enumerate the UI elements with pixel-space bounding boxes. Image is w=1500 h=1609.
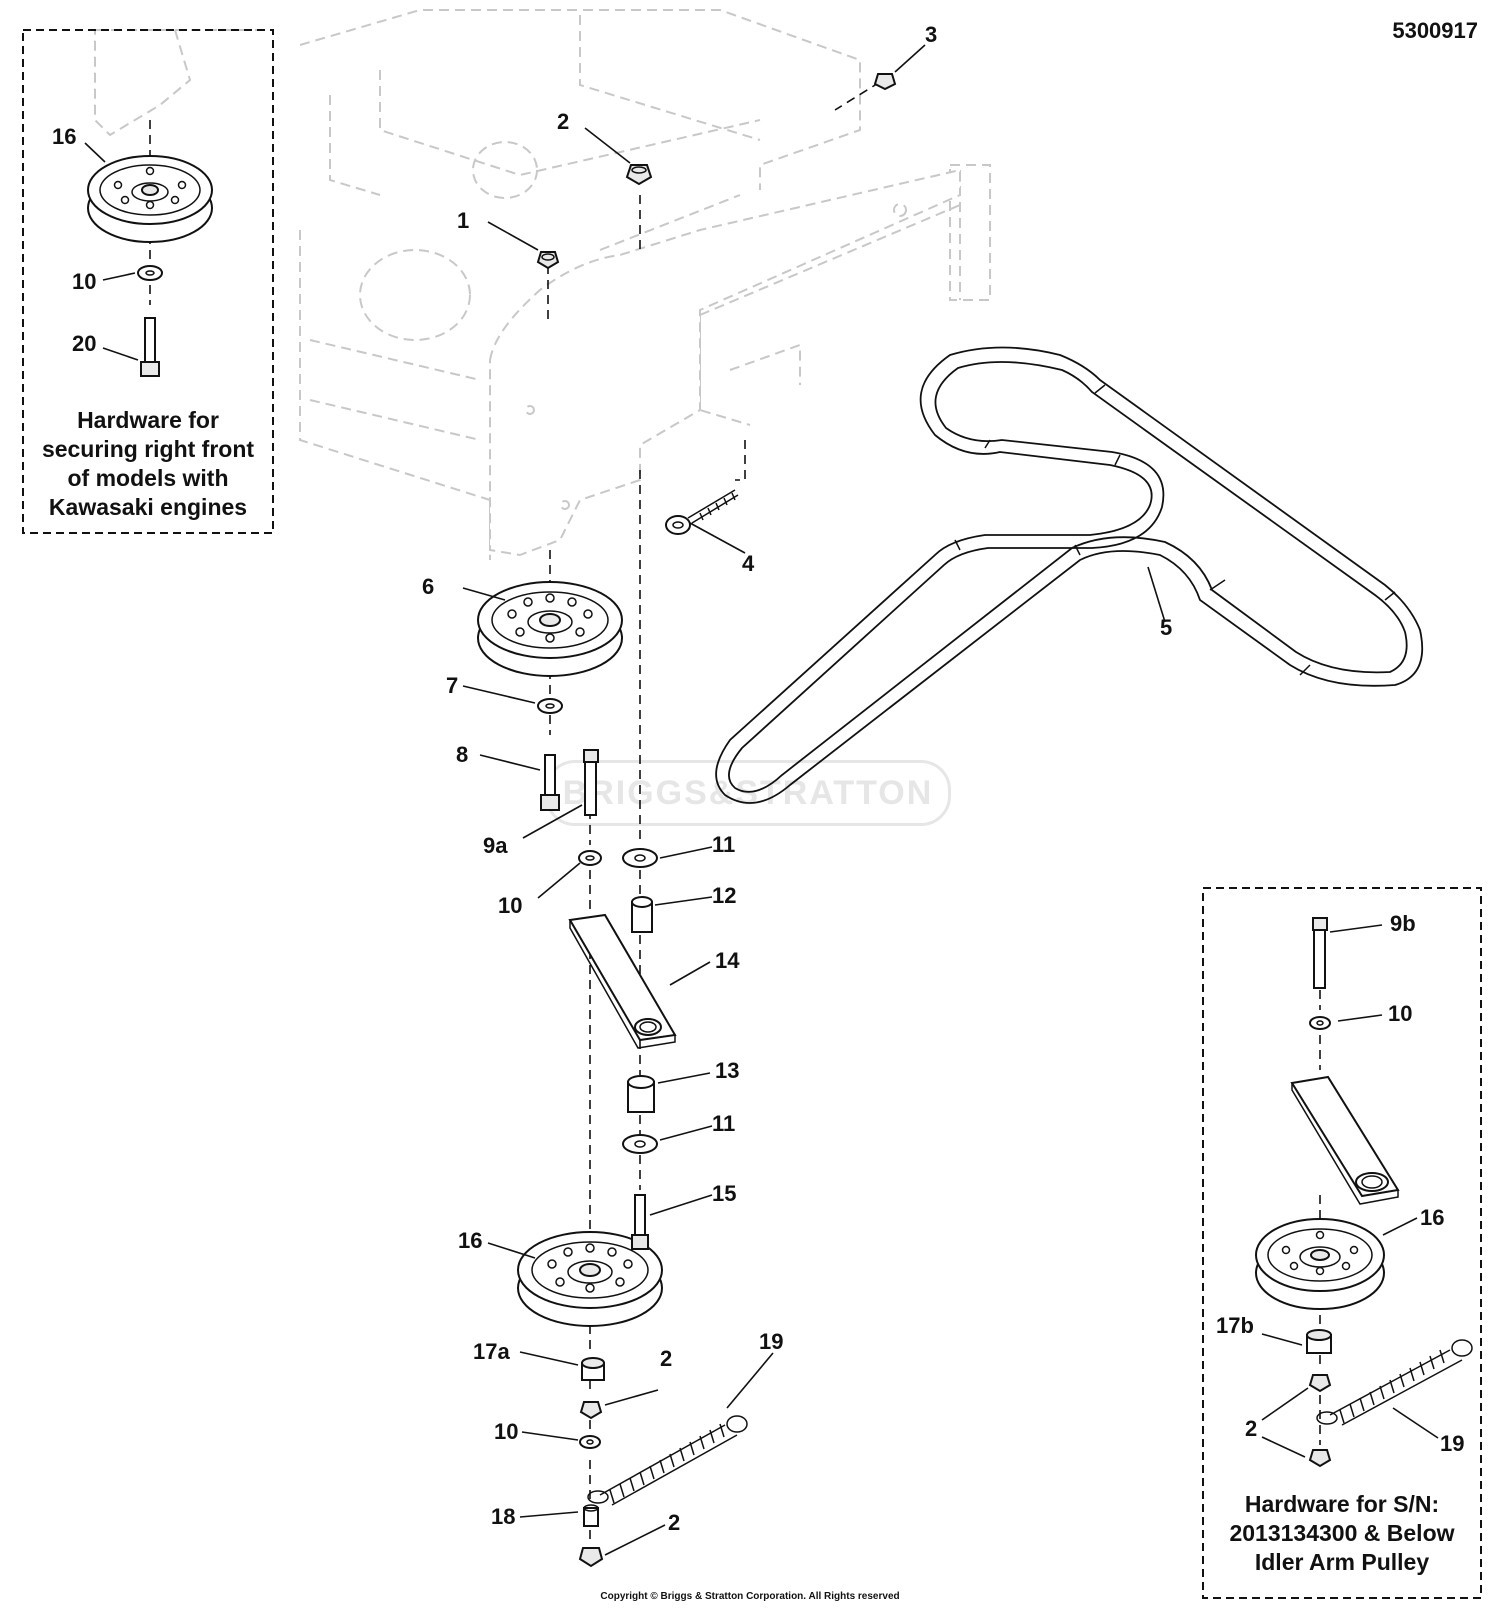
- callout-12: 12: [712, 883, 737, 908]
- pulley-part-16-left: [87, 155, 213, 243]
- callout-2-bot: 2: [668, 1510, 681, 1535]
- inset-right-note-line: Hardware for S/N:: [1244, 1491, 1440, 1517]
- callout-11-bot: 11: [712, 1111, 736, 1136]
- inset-left-border: [22, 29, 274, 534]
- inset-right-callout-9b: 9b: [1390, 911, 1416, 936]
- callout-8: 8: [456, 742, 469, 767]
- inset-right-callout-16: 16: [1420, 1205, 1445, 1230]
- callout-2-mid: 2: [660, 1346, 673, 1371]
- inset-left-note-line: Kawasaki engines: [48, 494, 248, 520]
- document-number: 5300917: [1392, 18, 1478, 43]
- spacer-part-17a: [581, 1357, 605, 1381]
- spacer-part-17b: [1306, 1329, 1332, 1354]
- eyebolt-part-4: [665, 489, 739, 535]
- nut-part-2-bot: [578, 1547, 604, 1568]
- callout-13: 13: [715, 1058, 740, 1083]
- bolt-part-9a: [583, 749, 599, 816]
- callout-9a: 9a: [483, 833, 508, 858]
- inset-right-callout-2: 2: [1245, 1416, 1258, 1441]
- nut-part-2-top: [625, 164, 653, 186]
- callout-18: 18: [491, 1504, 516, 1529]
- callout-1: 1: [457, 208, 470, 233]
- callout-7: 7: [446, 673, 459, 698]
- inset-left-note: Hardware for securing right front of mod…: [25, 406, 271, 522]
- callout-5: 5: [1160, 615, 1173, 640]
- nut-part-2-right-b: [1308, 1449, 1332, 1468]
- bolt-part-20: [140, 317, 160, 377]
- washer-part-10-right: [1309, 1016, 1331, 1030]
- callout-14: 14: [715, 948, 740, 973]
- inset-left-note-line: of models with: [67, 465, 229, 491]
- callout-17a: 17a: [473, 1339, 510, 1364]
- inset-right-note-line: 2013134300 & Below: [1229, 1520, 1455, 1546]
- inset-right-callout-17b: 17b: [1216, 1313, 1254, 1338]
- inset-right-callout-10: 10: [1388, 1001, 1413, 1026]
- callout-16-main: 16: [458, 1228, 483, 1253]
- bolt-part-9b: [1312, 917, 1328, 989]
- assembly-lines: [149, 81, 1321, 1545]
- bolt-part-15: [631, 1194, 649, 1250]
- spacer-part-12: [631, 896, 653, 933]
- leader-lines: [84, 44, 1439, 1556]
- spacer-part-13: [627, 1075, 655, 1113]
- idler-arm-right: [1290, 1075, 1400, 1205]
- belt-part-5: [715, 346, 1424, 804]
- inset-right-callout-19: 19: [1440, 1431, 1465, 1456]
- callout-19-main: 19: [759, 1329, 784, 1354]
- washer-part-10-left: [137, 265, 163, 281]
- bolt-part-8: [540, 754, 560, 811]
- pulley-part-16-main: [517, 1231, 663, 1327]
- callout-15: 15: [712, 1181, 737, 1206]
- nut-part-1: [536, 251, 560, 270]
- washer-part-11-top: [622, 848, 658, 868]
- pulley-part-6: [477, 581, 623, 677]
- inset-left-note-line: Hardware for: [77, 407, 219, 433]
- idler-arm-part-14: [568, 913, 677, 1049]
- copyright-footer: Copyright © Briggs & Stratton Corporatio…: [600, 1591, 900, 1602]
- inset-right-note: Hardware for S/N: 2013134300 & Below Idl…: [1205, 1490, 1479, 1577]
- mower-frame-phantom: [94, 9, 991, 560]
- washer-part-10-mid: [578, 850, 602, 866]
- brand-watermark: BRIGGS&STRATTON: [545, 760, 951, 826]
- inset-left-callout-10: 10: [72, 269, 97, 294]
- nut-part-2-right-a: [1308, 1374, 1332, 1393]
- callout-10-low: 10: [494, 1419, 519, 1444]
- callout-2-top: 2: [557, 109, 570, 134]
- callout-3: 3: [925, 22, 938, 47]
- inset-left-callout-16: 16: [52, 124, 77, 149]
- callout-10-mid: 10: [498, 893, 523, 918]
- washer-part-11-bot: [622, 1134, 658, 1154]
- callout-11-top: 11: [712, 832, 736, 857]
- inset-left-note-line: securing right front: [41, 436, 255, 462]
- washer-part-10-low: [579, 1435, 601, 1449]
- washer-part-7: [537, 698, 563, 714]
- callout-4: 4: [742, 551, 755, 576]
- inset-right-note-line: Idler Arm Pulley: [1254, 1549, 1430, 1575]
- nut-part-2-mid: [579, 1401, 603, 1420]
- spacer-part-18: [583, 1504, 599, 1527]
- spring-part-19-main: [587, 1415, 748, 1506]
- pulley-part-16-right: [1255, 1218, 1385, 1310]
- callout-6: 6: [422, 574, 435, 599]
- inset-left-callout-20: 20: [72, 331, 97, 356]
- nut-part-3: [873, 73, 897, 91]
- spring-part-19-right: [1316, 1339, 1473, 1426]
